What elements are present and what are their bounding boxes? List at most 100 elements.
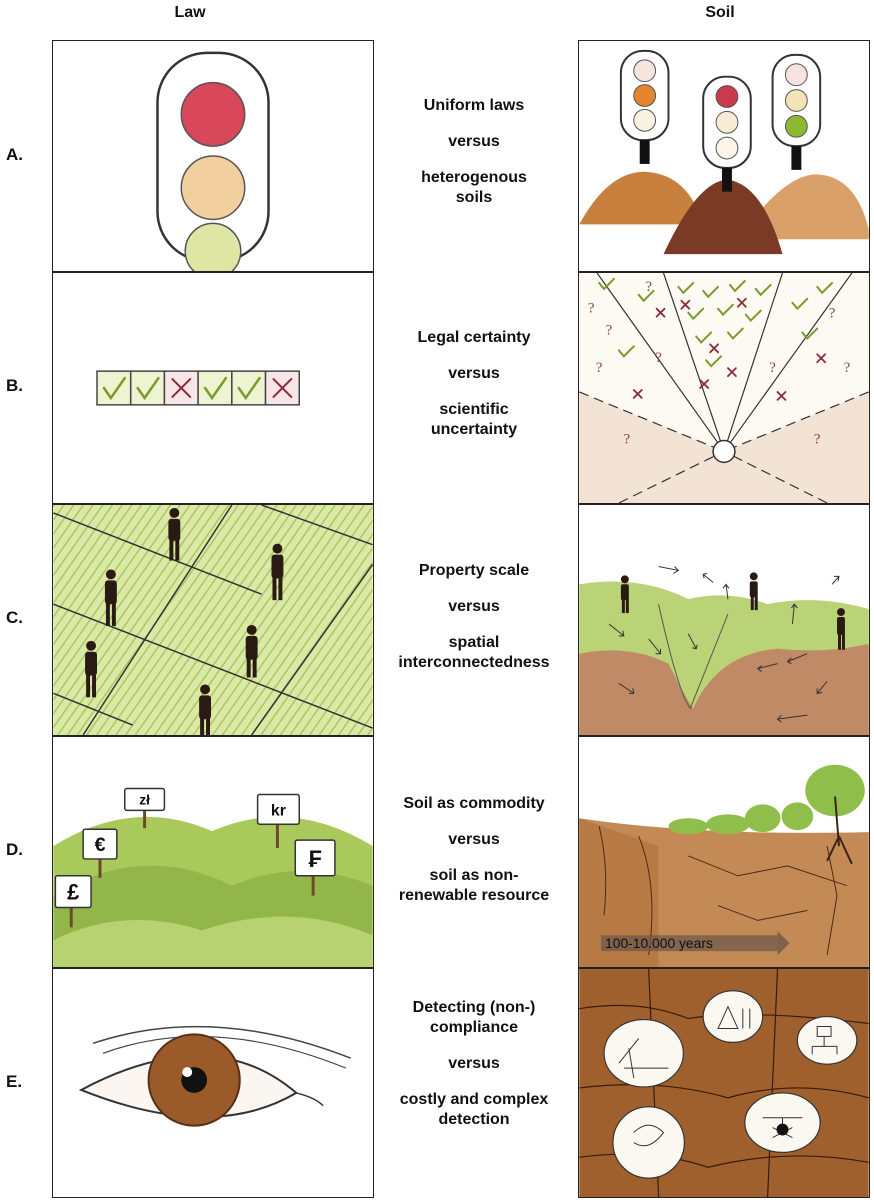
row-letter-c: C. [6,608,23,627]
sign-pound [54,875,92,909]
soil-panel-c-interconnected [578,504,870,736]
law-panel-b-checkboxes [52,272,374,504]
cross-mark-icon [272,378,293,398]
row-b-text: Legal certainty versus scientific uncert… [374,328,574,440]
ground-plane [579,391,869,503]
sign-franc [294,839,336,877]
row-letter-d: D. [6,840,23,859]
person-icon [245,624,258,678]
law-panel-a-traffic-light [52,40,374,272]
window-microscope-view [612,1106,685,1179]
sign-krone [256,793,300,825]
person-icon [168,507,181,561]
row-b-versus: versus [448,365,500,382]
check-box-2 [129,370,166,406]
person-icon [199,684,212,735]
row-letter-a: A. [6,145,23,164]
cross-marks-cluster [632,297,827,401]
row-a-bottom-text: heterogenous soils [421,169,527,206]
plot-boundary [82,505,233,735]
question-mark: ? [596,360,603,376]
soil-layer [579,643,869,735]
soil-panel-b-uncertainty: ? ? ? ? ? ? ? ? ? ? [578,272,870,504]
plot-boundary [251,564,373,735]
green-light-icon [184,222,242,271]
question-mark: ? [655,350,662,366]
krone-label: kr [271,802,286,819]
row-a-top-text: Uniform laws [423,97,525,114]
row-d-versus: versus [448,831,500,848]
plot-boundary [53,512,262,595]
person-icon [85,640,98,698]
pound-label: £ [67,880,79,905]
check-mark-icon [203,376,228,401]
row-letter-b: B. [6,376,23,395]
row-e-bottom-text: costly and complex detection [399,1091,549,1128]
check-box-1 [96,370,132,406]
person-icon [749,572,758,611]
row-d-top-text: Soil as commodity [403,795,545,812]
grass-field [53,505,373,735]
sign-euro [82,828,118,860]
row-c-text: Property scale versus spatial interconne… [374,561,574,673]
question-mark: ? [645,279,652,295]
row-a-text: Uniform laws versus heterogenous soils [374,96,574,208]
law-panel-c-property-plots [52,504,374,736]
soil-heap-dark [663,179,783,255]
flow-arrows [608,565,840,723]
law-panel-d-commodity-hills: zł kr € ₣ £ [52,736,374,968]
person-icon [837,608,845,650]
question-mark: ? [844,360,851,376]
row-c-bottom-text: spatial interconnectedness [398,634,550,671]
vegetation [668,764,865,835]
law-panel-e-eye [52,968,374,1198]
person-icon [104,569,117,626]
window-data-network [796,1015,858,1065]
row-e-top-text: Detecting (non-) compliance [412,999,536,1036]
row-e-versus: versus [448,1055,500,1072]
amber-light-icon [180,155,246,221]
row-d-bottom-text: soil as non-renewable resource [398,867,550,904]
timescale-label: 100-10.000 years [605,935,713,951]
check-marks-cluster [598,277,834,368]
check-mark-icon [136,376,160,401]
row-b-bottom-text: scientific uncertainty [430,401,518,438]
law-column-header: Law [174,4,206,21]
soil-heap-orange [579,171,704,225]
euro-label: € [94,834,105,856]
window-field-sampling [603,1018,684,1088]
cross-mark-icon [171,378,192,398]
timescale-arrow [601,935,778,952]
row-b-top-text: Legal certainty [417,329,531,346]
check-box-3 [197,370,233,406]
tree-roots [826,796,853,865]
red-light-icon [180,81,246,147]
question-mark: ? [769,360,776,376]
zloty-label: zł [139,791,150,807]
soil-column-header: Soil [705,4,735,21]
sign-zloty [124,787,166,812]
question-mark: ? [606,322,613,338]
viewpoint-circle [712,439,736,464]
row-d-text: Soil as commodity versus soil as non-ren… [374,794,574,906]
person-icon [271,543,284,601]
row-c-versus: versus [448,598,500,615]
row-a-versus: versus [448,133,500,150]
row-e-text: Detecting (non-) compliance versus costl… [374,998,574,1130]
check-mark-icon [102,376,127,401]
check-mark-icon [237,376,261,401]
soil-panel-e-detection [578,968,870,1198]
plot-boundary [53,692,133,726]
question-mark: ? [588,301,595,317]
plot-boundary [261,505,373,546]
row-letter-e: E. [6,1072,23,1091]
row-c-top-text: Property scale [418,562,530,579]
question-mark: ? [624,432,631,448]
soil-panel-a-heterogeneous-heaps [578,40,870,272]
question-mark: ? [814,432,821,448]
soil-panel-d-non-renewable: 100-10.000 years [578,736,870,968]
hill [53,916,373,967]
question-mark: ? [829,306,836,322]
franc-label: ₣ [308,846,321,873]
eyelid-crease [92,1025,352,1059]
